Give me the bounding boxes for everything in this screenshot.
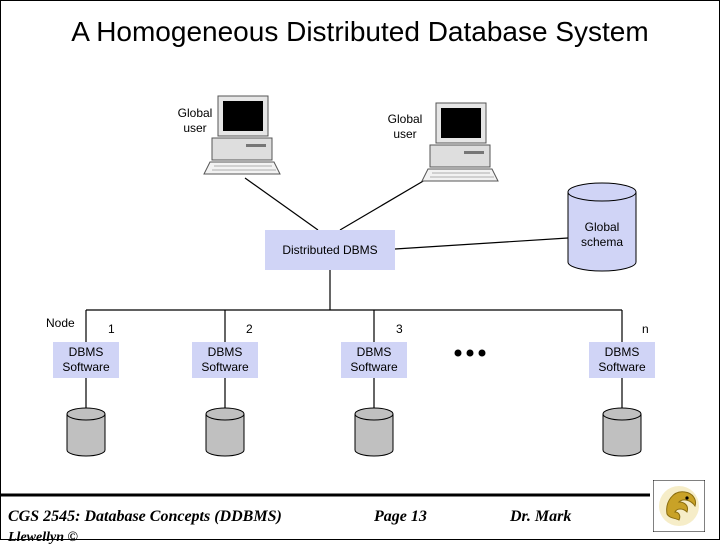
- node-number-3: 3: [396, 322, 403, 336]
- ellipsis-icon: [454, 349, 486, 357]
- dbms-software-label: DBMS Software: [201, 345, 249, 374]
- node-label: Node: [46, 316, 75, 330]
- footer-page: Page 13: [374, 508, 427, 525]
- database-icon: [66, 407, 106, 457]
- university-logo-icon: [653, 480, 705, 532]
- distributed-dbms-label: Distributed DBMS: [282, 242, 378, 257]
- global-user-label: Global user: [177, 106, 213, 135]
- connector-ddbms-schema: [394, 237, 569, 250]
- database-icon: [205, 407, 245, 457]
- connector-user2-ddbms: [339, 179, 426, 231]
- dbms-software-box-n: DBMS Software: [589, 342, 655, 378]
- footer-course: CGS 2545: Database Concepts (DDBMS): [8, 508, 282, 525]
- computer-icon: [203, 95, 281, 175]
- dbms-software-label: DBMS Software: [62, 345, 110, 374]
- global-schema-label: Global schema: [580, 220, 624, 249]
- dbms-software-label: DBMS Software: [598, 345, 646, 374]
- node-number-2: 2: [246, 322, 253, 336]
- dbms-software-box-3: DBMS Software: [341, 342, 407, 378]
- database-icon: [354, 407, 394, 457]
- node-number-n: n: [642, 322, 649, 336]
- global-user-label: Global user: [387, 112, 423, 141]
- database-icon: [602, 407, 642, 457]
- node-number-1: 1: [108, 322, 115, 336]
- page-title: A Homogeneous Distributed Database Syste…: [71, 16, 649, 47]
- global-schema-cylinder: [567, 182, 637, 272]
- footer-author: Dr. Mark: [510, 508, 572, 525]
- dbms-software-box-2: DBMS Software: [192, 342, 258, 378]
- computer-icon: [421, 102, 499, 182]
- distributed-dbms-box: Distributed DBMS: [265, 230, 395, 270]
- connector-user1-ddbms: [244, 177, 319, 231]
- dbms-software-label: DBMS Software: [350, 345, 398, 374]
- footer-author-continued: Llewellyn ©: [8, 530, 78, 545]
- dbms-software-box-1: DBMS Software: [53, 342, 119, 378]
